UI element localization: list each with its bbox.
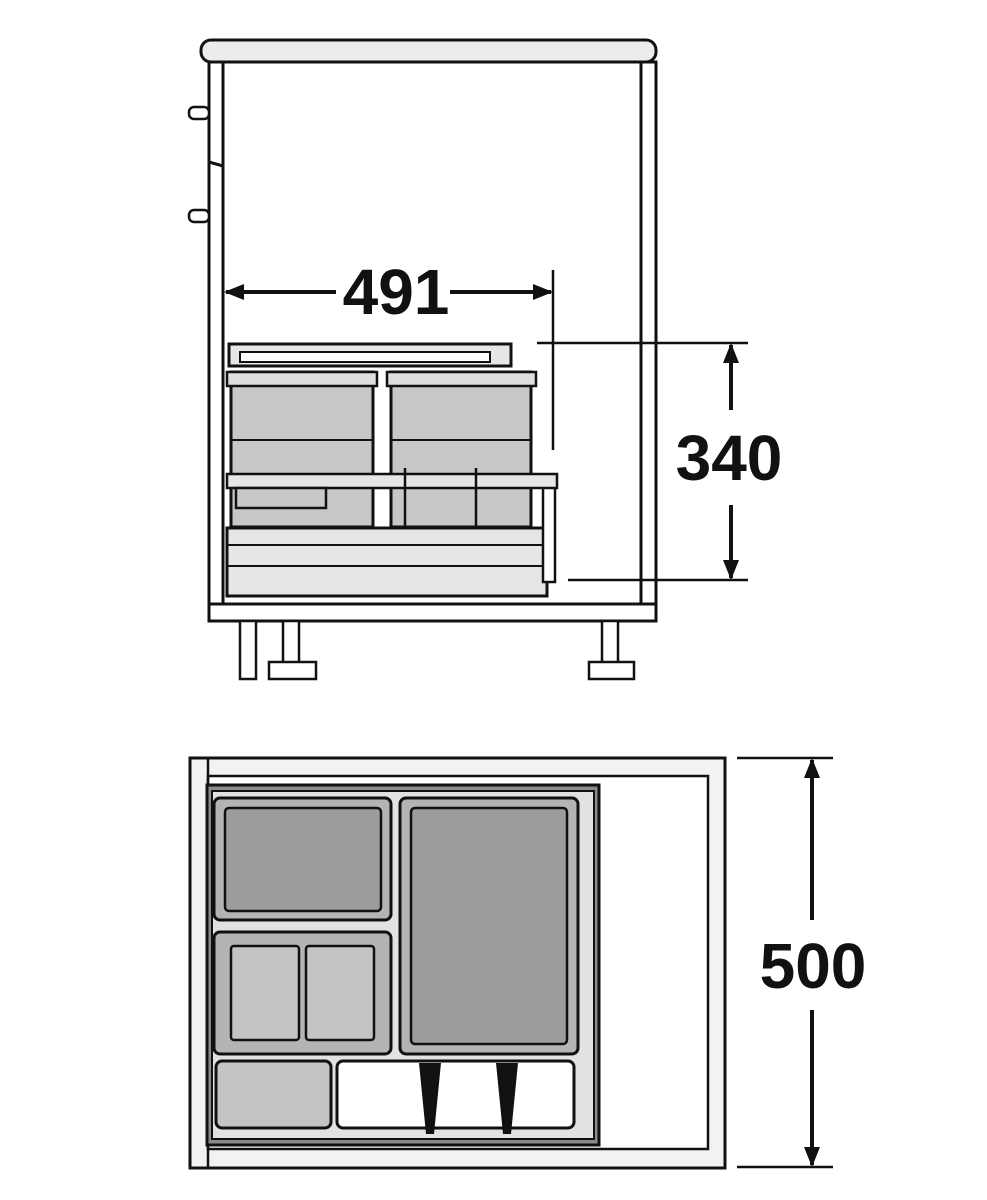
door-gap-line (208, 160, 224, 168)
tray-divider-right (496, 1063, 518, 1134)
cabinet-base (207, 602, 658, 623)
side-view: 491 340 (187, 38, 783, 681)
tray-divider-left (419, 1063, 441, 1134)
width-dimension-label: 491 (343, 256, 450, 328)
tray-bottom-left (214, 1059, 333, 1130)
door-handle-bottom (187, 208, 211, 224)
countertop (199, 38, 658, 64)
cabinet-foot-middle (267, 660, 318, 681)
pullout-top-handle (239, 351, 491, 363)
tray-bottom-right (335, 1059, 576, 1130)
small-tray-side (234, 486, 328, 510)
bin-front-top-rim (385, 370, 538, 388)
bin-rear-top-rim (225, 370, 379, 388)
top-view: 500 (188, 756, 867, 1170)
cabinet-foot-right (587, 660, 636, 681)
pullout-side-rail (541, 484, 557, 584)
door-handle-top (187, 105, 211, 121)
cabinet-right-wall (639, 60, 658, 622)
bin-middle-left-inner-a (229, 944, 301, 1042)
depth-dimension-label: 500 (760, 930, 867, 1002)
height-dimension-label: 340 (676, 422, 783, 494)
bin-top-left-inner (223, 806, 383, 913)
bin-front-top (389, 370, 533, 529)
cabinet-leg-middle (281, 619, 301, 667)
cabinet-leg-left (238, 619, 258, 681)
bin-large-right-inner (409, 806, 569, 1046)
bin-middle-left-inner-b (304, 944, 376, 1042)
cabinet-left-wall (207, 60, 225, 622)
pullout-lower-drawer (225, 526, 549, 598)
pullout-middle-shelf (225, 472, 559, 490)
cabinet-leg-right (600, 619, 620, 667)
